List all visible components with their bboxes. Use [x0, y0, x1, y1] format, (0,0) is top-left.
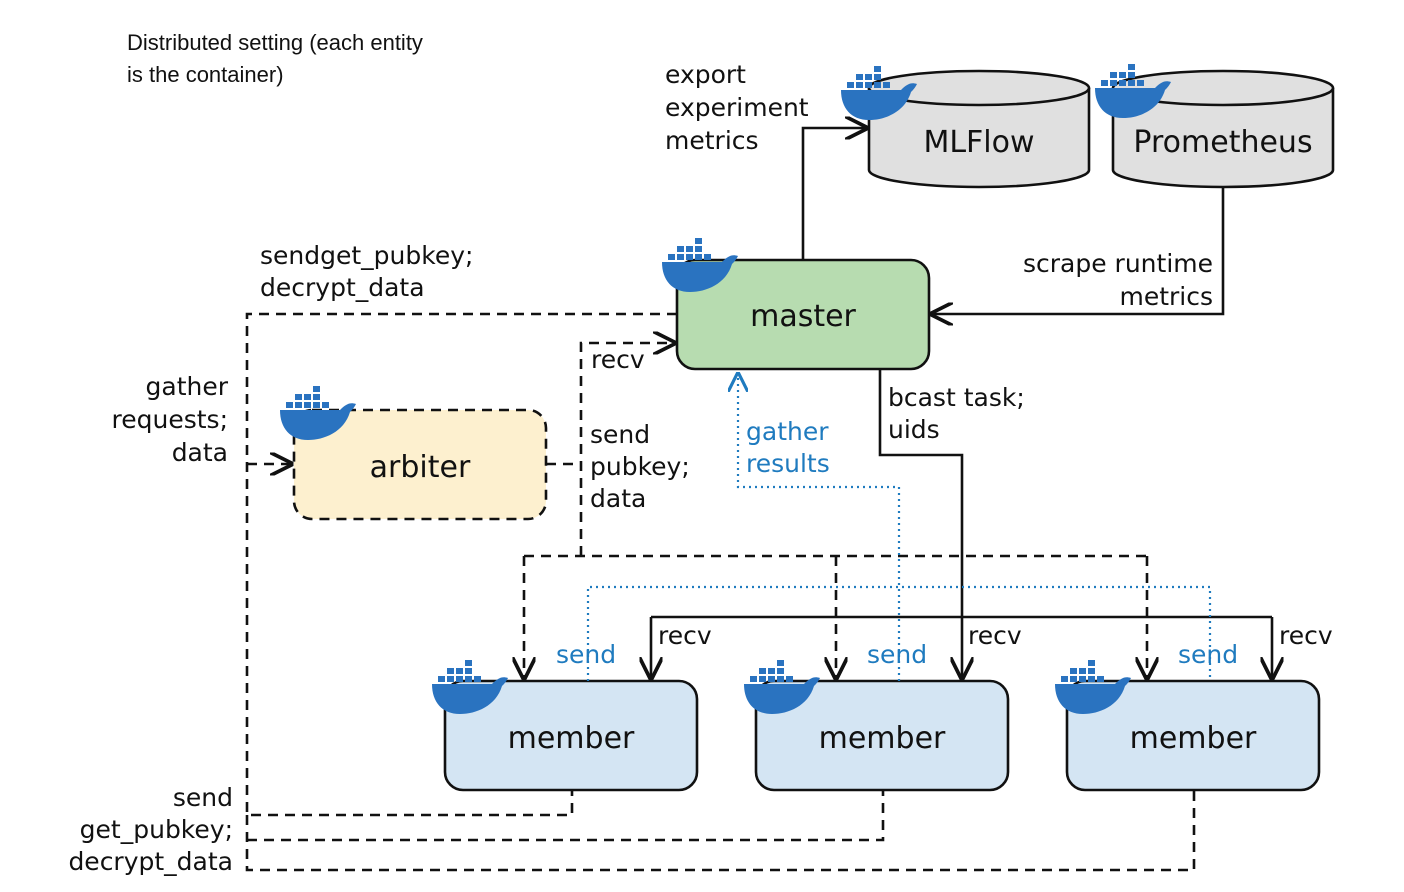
- member-node-3: member: [1065, 679, 1321, 792]
- recv-label-member1: recv: [658, 621, 712, 650]
- caption-line-2: is the container): [127, 62, 284, 87]
- export-label-2: experiment: [665, 93, 809, 122]
- gather-bus-line: [586, 585, 1212, 681]
- bcast-label-2: uids: [888, 415, 940, 444]
- gather-req-label-1: gather: [146, 372, 229, 401]
- gather-results-arrow: [738, 374, 901, 681]
- recv-label-member2: recv: [968, 621, 1022, 650]
- arbiter-node: arbiter: [292, 408, 548, 521]
- gather-results-label-2: results: [746, 449, 830, 478]
- send-pubkey-label-3: data: [590, 484, 646, 513]
- sendget-label-1: sendget_pubkey;: [260, 241, 473, 270]
- send-pubkey-label-1: send: [590, 420, 650, 449]
- send-get-label-3: decrypt_data: [68, 847, 233, 876]
- caption-line-1: Distributed setting (each entity: [127, 30, 423, 55]
- mlflow-label: MLFlow: [923, 125, 1034, 160]
- member-label: member: [1130, 721, 1257, 756]
- prometheus-cylinder: Prometheus: [1111, 69, 1335, 189]
- member-node-2: member: [754, 679, 1010, 792]
- gather-results-label-1: gather: [746, 417, 829, 446]
- sendget-line-member3: [245, 790, 1196, 872]
- scrape-label-2: metrics: [1119, 282, 1213, 311]
- gather-req-label-2: requests;: [112, 405, 228, 434]
- export-label-3: metrics: [665, 126, 759, 155]
- sendget-label-2: decrypt_data: [260, 273, 425, 302]
- scrape-metrics-arrow: [932, 188, 1225, 314]
- sendget-line-member2: [247, 790, 885, 842]
- prometheus-label: Prometheus: [1133, 125, 1312, 160]
- gather-req-label-3: data: [172, 438, 228, 467]
- sendget-line-member1: [245, 312, 677, 817]
- scrape-label-1: scrape runtime: [1023, 249, 1213, 278]
- arbiter-label: arbiter: [370, 450, 471, 485]
- send-pubkey-label-2: pubkey;: [590, 452, 690, 481]
- master-label: master: [750, 299, 856, 334]
- export-metrics-arrow: [801, 128, 866, 260]
- member-label: member: [508, 721, 635, 756]
- bcast-label-1: bcast task;: [888, 383, 1025, 412]
- recv-label-master: recv: [591, 345, 645, 374]
- send-label-member2: send: [867, 640, 927, 669]
- send-get-label-1: send: [173, 783, 233, 812]
- mlflow-cylinder: MLFlow: [867, 69, 1091, 189]
- send-label-member1: send: [556, 640, 616, 669]
- send-get-label-2: get_pubkey;: [80, 815, 233, 844]
- send-label-member3: send: [1178, 640, 1238, 669]
- member-node-1: member: [443, 679, 699, 792]
- recv-master-arrow: [579, 343, 674, 556]
- bcast-to-member2: [878, 369, 962, 678]
- member-label: member: [819, 721, 946, 756]
- recv-label-member3: recv: [1279, 621, 1333, 650]
- export-label-1: export: [665, 60, 746, 89]
